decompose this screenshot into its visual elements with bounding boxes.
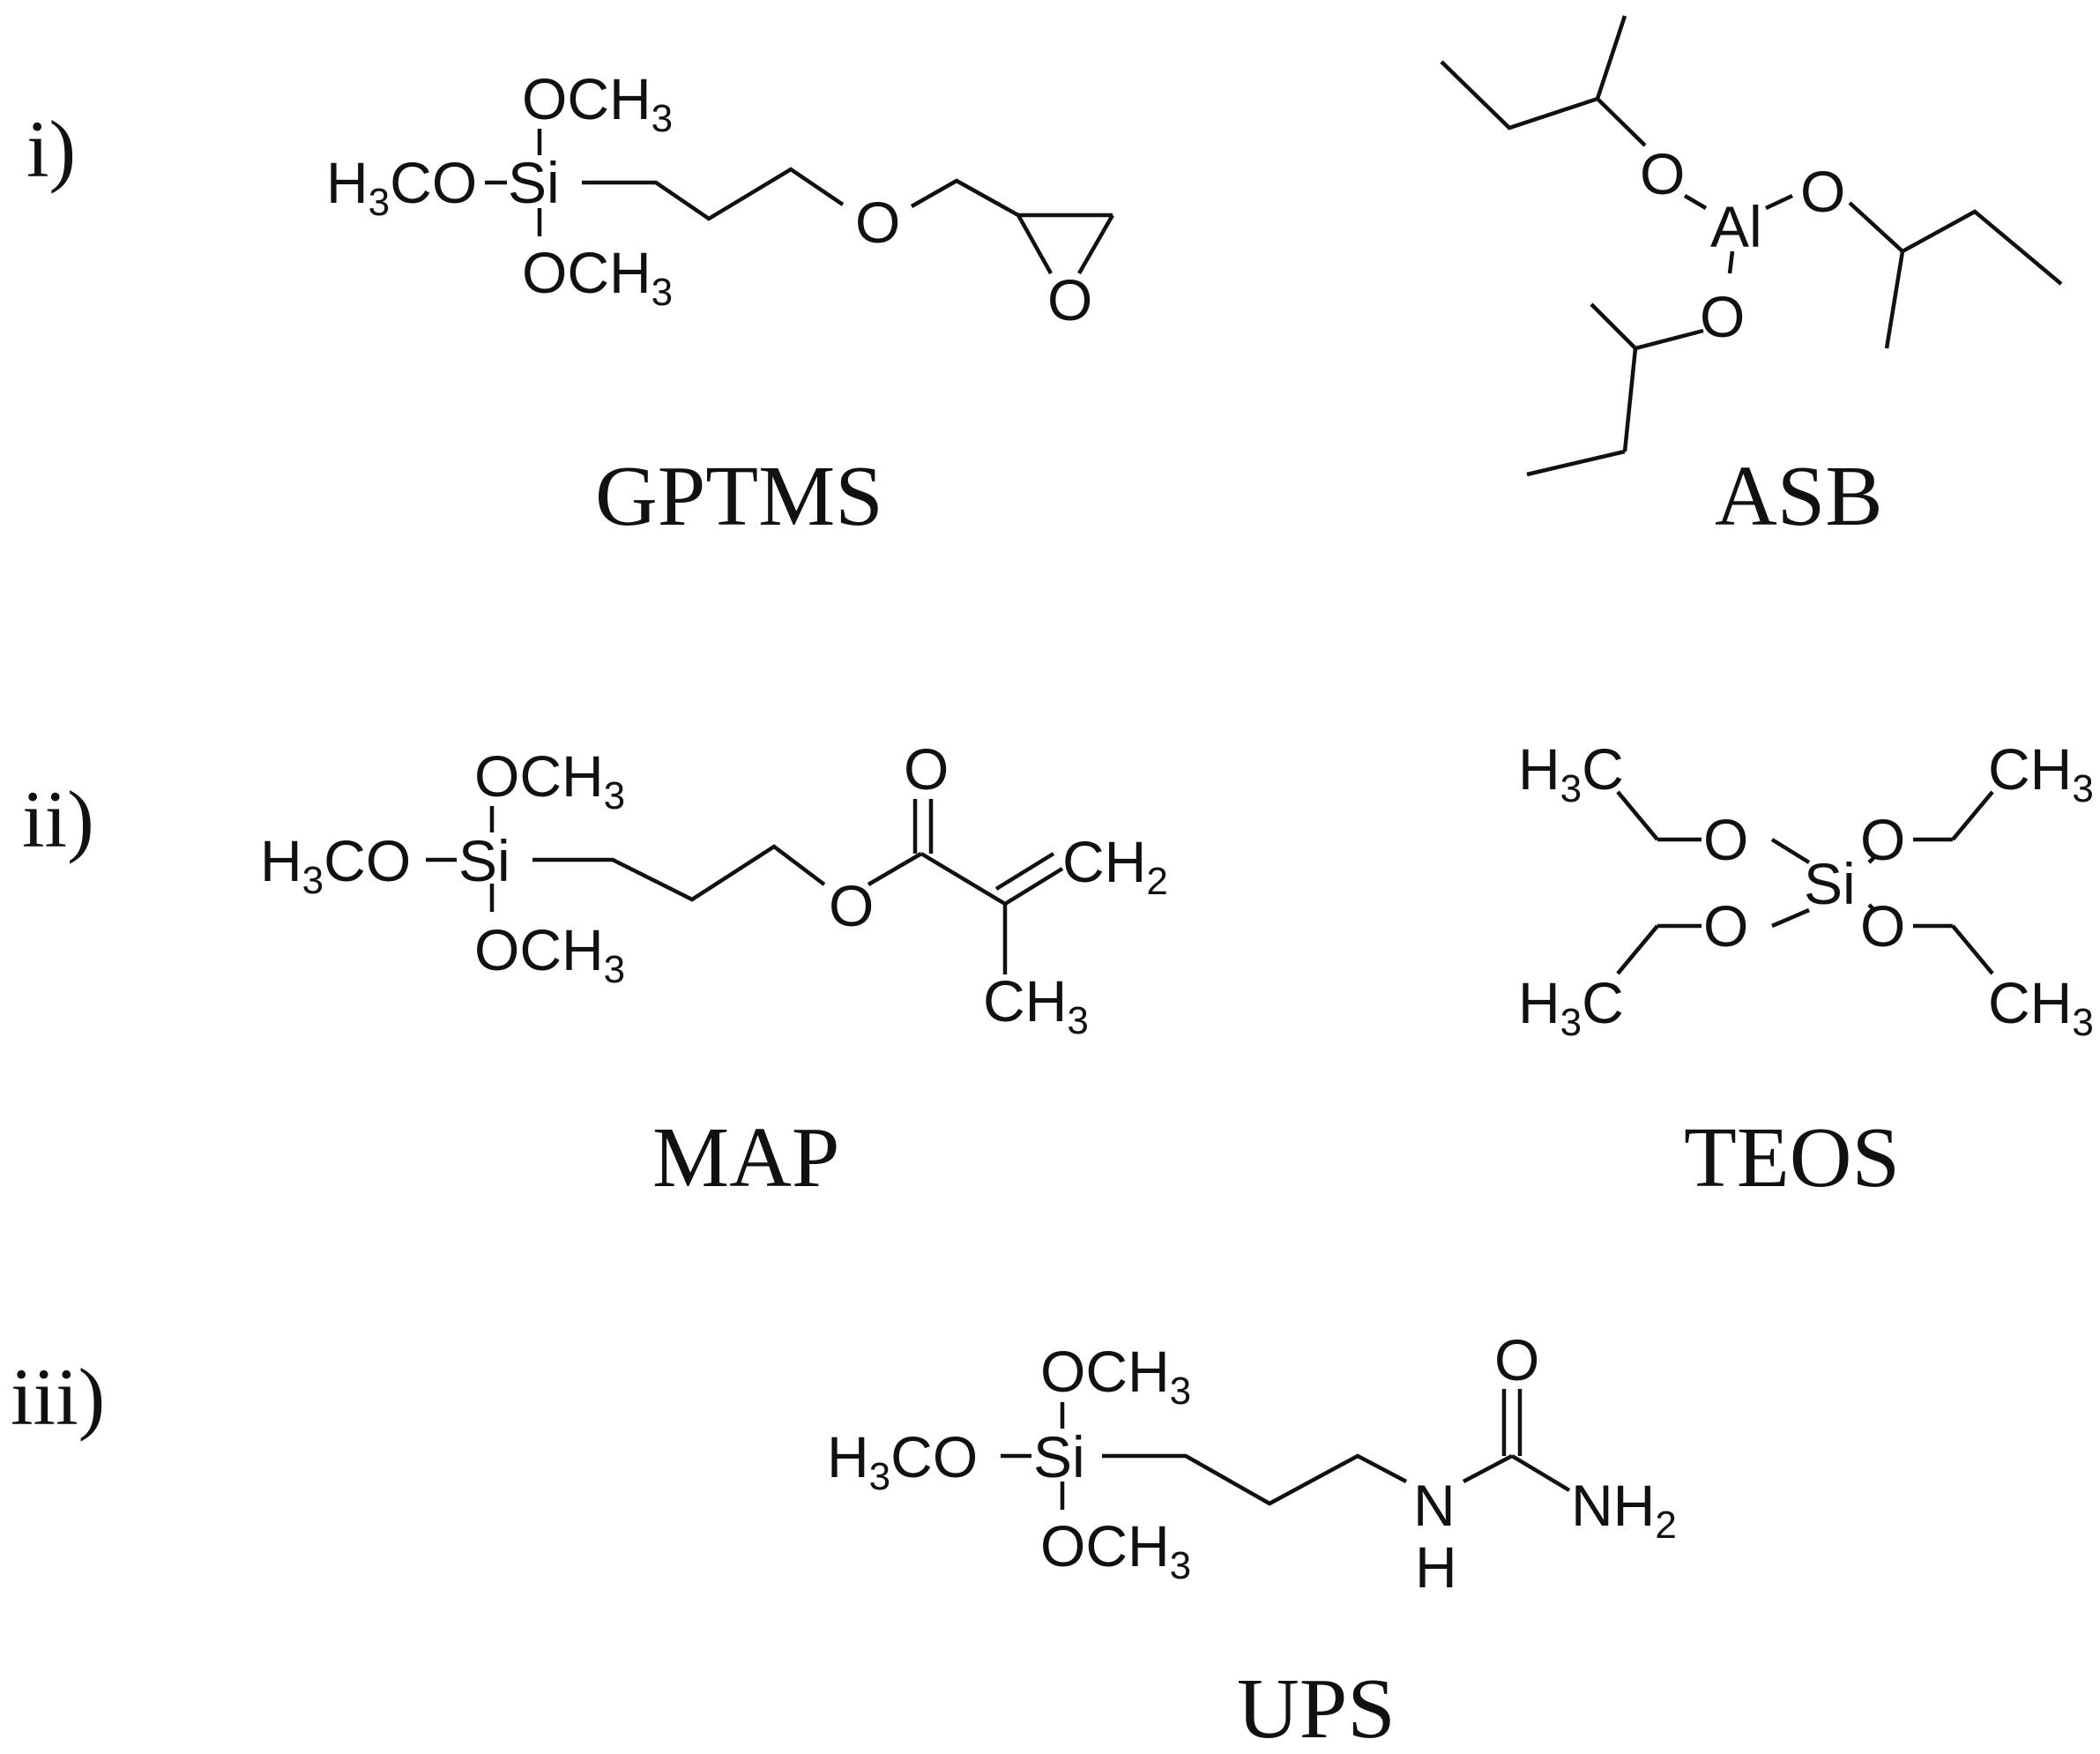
asb-structure: Al O O O xyxy=(1440,15,2063,477)
map-ch3: CH3 xyxy=(983,968,1089,1042)
teos-bonds xyxy=(1616,790,1994,975)
map-h3co: H3CO xyxy=(260,828,411,902)
teos-o-bl: O xyxy=(1703,893,1748,959)
map-o-ester: O xyxy=(829,873,874,938)
asb-o-1: O xyxy=(1640,141,1685,206)
gptms-och3-bottom: OCH3 xyxy=(522,240,673,314)
teos-o-br: O xyxy=(1860,893,1905,959)
ups-label: UPS xyxy=(1237,1661,1396,1754)
teos-o-tl: O xyxy=(1703,807,1748,872)
ups-och3-bottom: OCH3 xyxy=(1040,1513,1191,1587)
asb-al: Al xyxy=(1710,194,1762,259)
ups-bonds xyxy=(1001,1389,1571,1510)
teos-label: TEOS xyxy=(1684,1110,1900,1205)
teos-ch3-br: CH3 xyxy=(1988,970,2094,1044)
ups-nh: N xyxy=(1413,1473,1456,1538)
map-label: MAP xyxy=(652,1110,839,1205)
ups-o-carbonyl: O xyxy=(1494,1327,1539,1392)
ups-och3-top: OCH3 xyxy=(1040,1339,1191,1413)
map-och3-bottom: OCH3 xyxy=(474,917,625,991)
ups-si: Si xyxy=(1033,1424,1085,1489)
ups-h3co: H3CO xyxy=(827,1424,978,1498)
gptms-structure: OCH3 H3CO Si OCH3 O O xyxy=(326,66,1114,332)
map-o-carbonyl: O xyxy=(904,736,949,802)
teos-h3c-tl: H3C xyxy=(1518,736,1624,810)
asb-o-2: O xyxy=(1800,159,1845,224)
gptms-o-epoxide: O xyxy=(1047,267,1092,332)
map-si: Si xyxy=(458,828,510,893)
teos-o-tr: O xyxy=(1860,807,1905,872)
ups-h: H xyxy=(1415,1534,1457,1600)
gptms-label: GPTMS xyxy=(595,449,883,544)
group-label-i: i) xyxy=(26,104,76,194)
asb-bonds xyxy=(1440,15,2063,477)
gptms-och3-top: OCH3 xyxy=(522,66,673,140)
group-label-iii: iii) xyxy=(11,1352,105,1442)
map-och3-top: OCH3 xyxy=(474,743,625,817)
ups-nh2: NH2 xyxy=(1571,1473,1677,1547)
gptms-h3co: H3CO xyxy=(326,150,477,224)
teos-structure: Si O O O O H3C CH3 H3C CH3 xyxy=(1518,736,2094,1044)
gptms-bonds xyxy=(485,129,1114,275)
ups-structure: OCH3 H3CO Si OCH3 N H O NH2 xyxy=(827,1327,1677,1600)
map-ch2: CH2 xyxy=(1062,829,1168,903)
map-structure: OCH3 H3CO Si OCH3 O O CH2 CH3 xyxy=(260,736,1168,1042)
gptms-si: Si xyxy=(508,150,560,215)
teos-h3c-bl: H3C xyxy=(1518,970,1624,1044)
teos-ch3-tr: CH3 xyxy=(1988,736,2094,810)
gptms-o-ether: O xyxy=(855,190,900,255)
map-bonds xyxy=(426,799,1064,974)
asb-label: ASB xyxy=(1715,449,1883,544)
group-label-ii: ii) xyxy=(22,774,94,864)
teos-si: Si xyxy=(1804,851,1856,916)
asb-o-3: O xyxy=(1700,284,1745,349)
